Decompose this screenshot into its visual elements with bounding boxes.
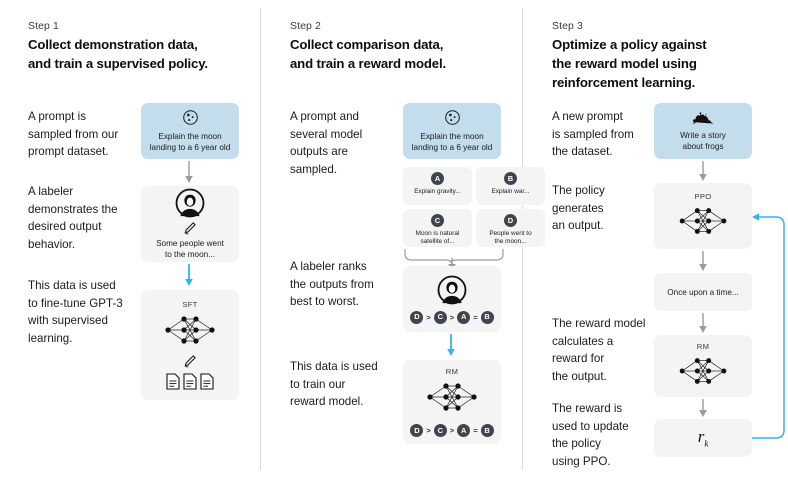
rank-badge-3: A bbox=[457, 310, 471, 324]
step-2-column: Step 2 Collect comparison data, and trai… bbox=[262, 0, 545, 479]
step-2-option-c[interactable]: C Moon is natural satellite of... bbox=[403, 209, 472, 247]
step-2-option-d[interactable]: D People went to the moon... bbox=[476, 209, 545, 247]
moon-icon bbox=[182, 109, 199, 126]
step-3-ppo-tag: PPO bbox=[694, 191, 712, 201]
neural-net-icon bbox=[676, 203, 730, 239]
step-1-label: Step 1 bbox=[28, 20, 59, 32]
step-3-ppo-card[interactable]: PPO bbox=[654, 183, 752, 249]
option-badge-c: C bbox=[431, 214, 444, 227]
step-1-paragraph-1: A prompt is sampled from our prompt data… bbox=[28, 110, 119, 158]
step-1-paragraph-3: This data is used to fine-tune GPT-3 wit… bbox=[28, 279, 123, 345]
frog-icon bbox=[692, 110, 714, 125]
step-3-paragraph-1: A new prompt is sampled from the dataset… bbox=[552, 110, 634, 158]
step-1-paragraph-2: A labeler demonstrates the desired outpu… bbox=[28, 185, 118, 251]
rank-badge-4: B bbox=[480, 310, 494, 324]
step-3-feedback-loop bbox=[750, 205, 788, 440]
option-text-b: Explain war... bbox=[491, 188, 530, 195]
neural-net-icon bbox=[676, 353, 730, 389]
step-2-prompt-text: Explain the moon landing to a 6 year old bbox=[411, 132, 493, 152]
step-3-arrow-4 bbox=[697, 399, 709, 419]
step-3-arrow-1 bbox=[697, 161, 709, 183]
rank-op-3: = bbox=[473, 426, 478, 435]
rank-op-1: > bbox=[426, 312, 431, 322]
step-2-option-b[interactable]: B Explain war... bbox=[476, 167, 545, 205]
step-2-rm-card[interactable]: RM D bbox=[403, 360, 501, 444]
step-1-title: Collect demonstration data, and train a … bbox=[28, 37, 208, 71]
step-2-option-a[interactable]: A Explain gravity... bbox=[403, 167, 472, 205]
step-3-rm-card[interactable]: RM bbox=[654, 335, 752, 397]
rank-badge-2: C bbox=[433, 310, 447, 324]
rank-badge-2: C bbox=[433, 424, 447, 437]
step-3-paragraph-3: The reward model calculates a reward for… bbox=[552, 317, 646, 383]
step-1-arrow-1 bbox=[183, 161, 195, 185]
step-3-reward-card[interactable]: rk bbox=[654, 419, 752, 457]
step-2-label: Step 2 bbox=[290, 20, 321, 32]
option-text-a: Explain gravity... bbox=[414, 188, 461, 195]
rank-op-3: = bbox=[473, 312, 478, 322]
rank-badge-3: A bbox=[457, 424, 471, 437]
option-text-c: Moon is natural satellite of... bbox=[415, 230, 460, 245]
person-icon bbox=[175, 188, 205, 218]
reward-symbol-subscript: k bbox=[704, 438, 709, 449]
reward-symbol-base: r bbox=[697, 427, 705, 447]
step-1-labeler-text: Some people went to the moon... bbox=[156, 239, 224, 259]
rank-badge-1: D bbox=[410, 424, 424, 437]
step-3-paragraph-4: The reward is used to update the policy … bbox=[552, 402, 629, 468]
column-divider-1 bbox=[260, 8, 261, 470]
step-3-prompt-text: Write a story about frogs bbox=[680, 131, 726, 151]
step-2-paragraph-2: A labeler ranks the outputs from best to… bbox=[290, 260, 374, 308]
person-icon bbox=[437, 275, 467, 305]
step-3-output-text: Once upon a time... bbox=[667, 287, 739, 297]
step-3-rm-tag: RM bbox=[696, 341, 710, 351]
step-2-ranker-card[interactable]: D > C > A = B bbox=[403, 266, 501, 332]
pencil-icon bbox=[183, 354, 197, 368]
rank-op-2: > bbox=[449, 312, 455, 322]
step-2-rm-ranking-row: D > C > A = B bbox=[410, 424, 494, 437]
document-icon bbox=[183, 373, 197, 390]
rank-badge-4: B bbox=[480, 424, 494, 437]
rank-op-2: > bbox=[449, 426, 455, 435]
step-2-paragraph-3: This data is used to train our reward mo… bbox=[290, 360, 378, 408]
step-2-rm-tag: RM bbox=[445, 367, 459, 376]
step-1-prompt-card[interactable]: Explain the moon landing to a 6 year old bbox=[141, 103, 239, 159]
step-2-prompt-card[interactable]: Explain the moon landing to a 6 year old bbox=[403, 103, 501, 159]
rank-op-1: > bbox=[426, 426, 431, 435]
reward-symbol: rk bbox=[698, 427, 709, 448]
step-3-arrow-3 bbox=[697, 313, 709, 335]
step-3-title: Optimize a policy against the reward mod… bbox=[552, 37, 707, 90]
option-text-d: People went to the moon... bbox=[489, 230, 532, 245]
step-1-sft-tag: SFT bbox=[182, 300, 198, 309]
pencil-icon bbox=[183, 221, 197, 235]
step-2-ranking-row: D > C > A = B bbox=[410, 310, 494, 324]
step-1-column: Step 1 Collect demonstration data, and t… bbox=[0, 0, 262, 479]
step-1-labeler-card[interactable]: Some people went to the moon... bbox=[141, 186, 239, 262]
moon-icon bbox=[444, 109, 461, 126]
step-3-output-card[interactable]: Once upon a time... bbox=[654, 273, 752, 311]
step-3-column: Step 3 Optimize a policy against the rew… bbox=[524, 0, 788, 479]
step-3-label: Step 3 bbox=[552, 20, 583, 32]
step-1-prompt-text: Explain the moon landing to a 6 year old bbox=[149, 132, 231, 152]
neural-net-icon bbox=[424, 378, 480, 416]
neural-net-icon bbox=[162, 311, 218, 349]
step-1-sft-card[interactable]: SFT bbox=[141, 290, 239, 400]
option-badge-d: D bbox=[504, 214, 517, 227]
step-3-paragraph-2: The policy generates an output. bbox=[552, 184, 605, 232]
step-1-arrow-2 bbox=[183, 264, 195, 288]
option-badge-b: B bbox=[504, 172, 517, 185]
step-2-arrow-blue bbox=[445, 334, 457, 358]
document-icon bbox=[166, 373, 180, 390]
documents-icon-group bbox=[166, 373, 214, 390]
step-2-title: Collect comparison data, and train a rew… bbox=[290, 37, 447, 71]
step-2-paragraph-1: A prompt and several model outputs are s… bbox=[290, 110, 363, 176]
step-3-arrow-2 bbox=[697, 251, 709, 273]
step-3-prompt-card[interactable]: Write a story about frogs bbox=[654, 103, 752, 159]
document-icon bbox=[200, 373, 214, 390]
option-badge-a: A bbox=[431, 172, 444, 185]
rank-badge-1: D bbox=[410, 310, 424, 324]
